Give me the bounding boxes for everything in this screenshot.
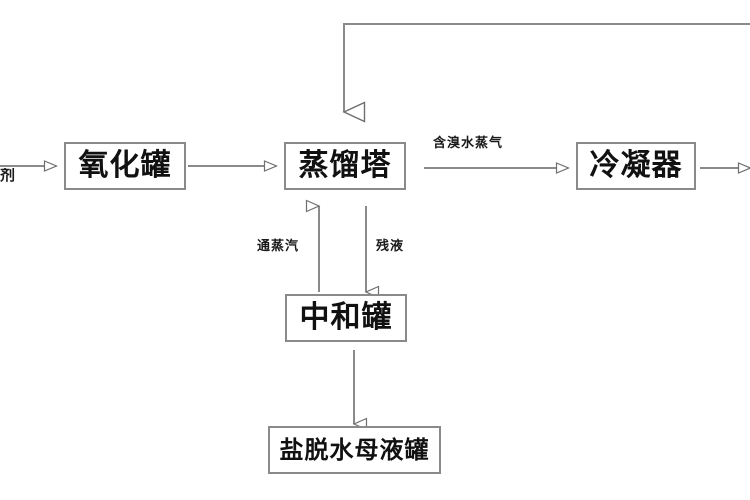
edge-label-steam-inlet: 通蒸汽	[257, 239, 300, 254]
node-oxidation-tank-label: 氧化罐	[78, 148, 172, 183]
edge-label-residue: 残液	[376, 239, 405, 254]
node-neutralization-tank-label: 中和罐	[299, 300, 393, 335]
node-distillation-tower[interactable]: 蒸馏塔	[284, 142, 406, 190]
node-distillation-tower-label: 蒸馏塔	[298, 148, 392, 183]
node-neutralization-tank[interactable]: 中和罐	[285, 294, 407, 342]
node-condenser-label: 冷凝器	[589, 148, 683, 183]
edge-label-oxidant-inlet: 化剂	[0, 168, 17, 183]
edge-recycle-to-distillation-tower	[342, 23, 750, 123]
node-brine-mother-liquor-tank-label: 盐脱水母液罐	[279, 436, 430, 464]
edge-label-bromine-vapor: 含溴水蒸气	[433, 136, 504, 151]
node-oxidation-tank[interactable]: 氧化罐	[64, 142, 186, 190]
node-brine-mother-liquor-tank[interactable]: 盐脱水母液罐	[268, 426, 441, 474]
node-condenser[interactable]: 冷凝器	[576, 142, 696, 190]
